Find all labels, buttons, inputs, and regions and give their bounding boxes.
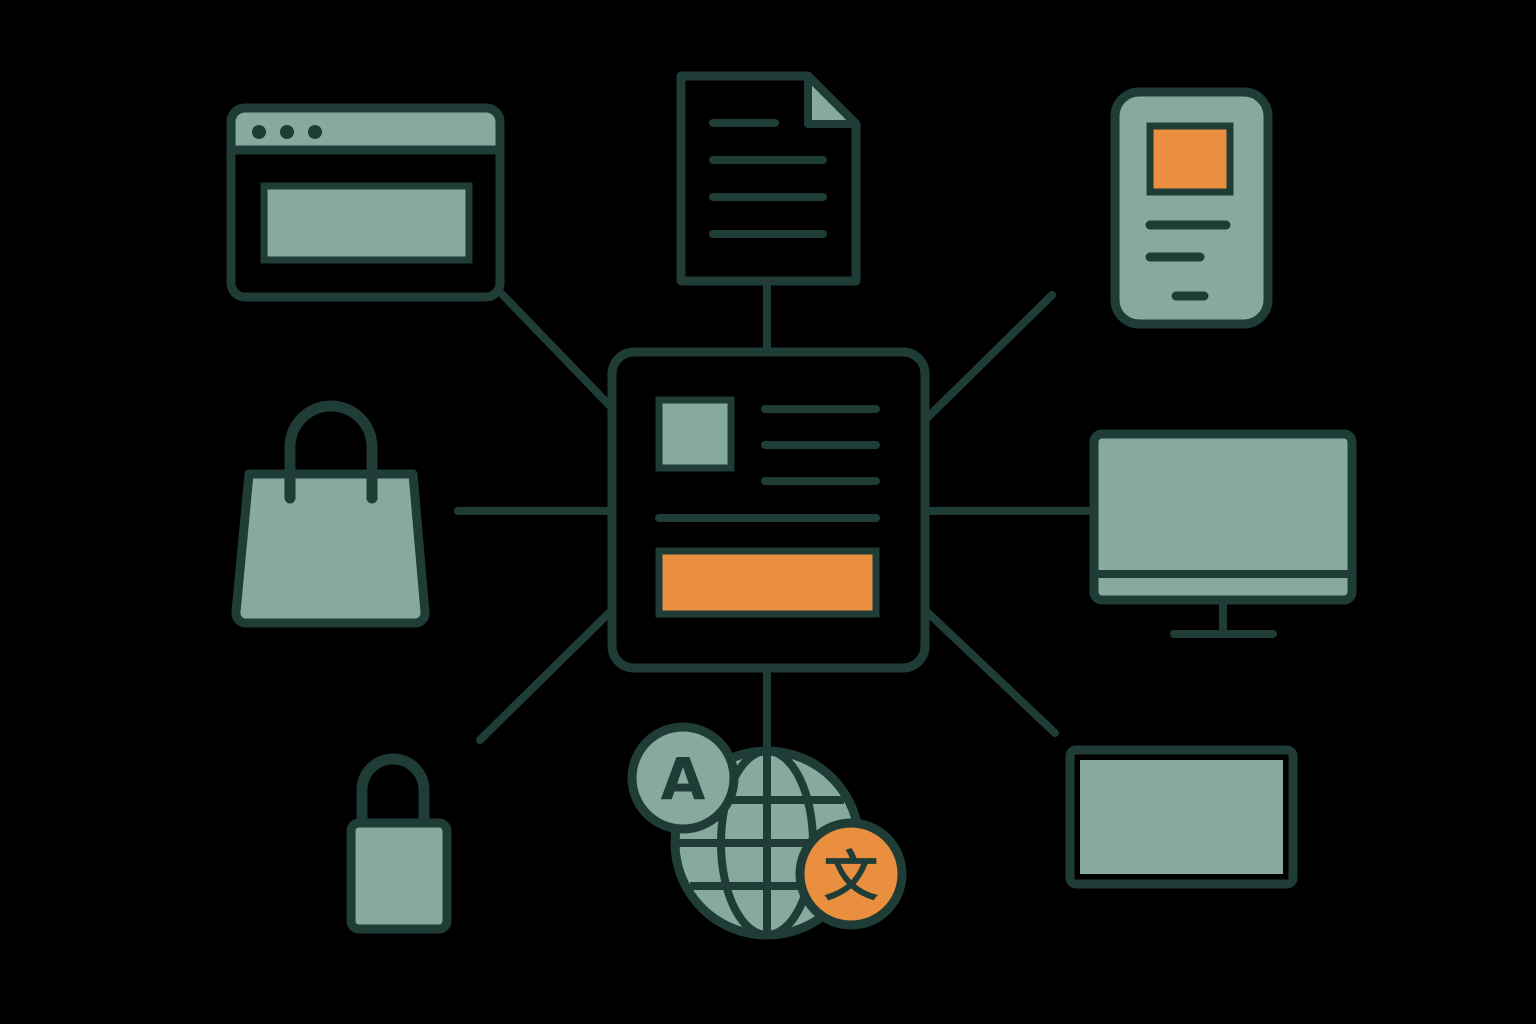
tablet-screen [1080, 760, 1283, 874]
connector-lock [476, 606, 616, 744]
content-card-icon [607, 347, 930, 673]
browser-dot-1 [252, 125, 266, 139]
document-folded-corner [804, 72, 860, 128]
browser-dot-3 [308, 125, 322, 139]
content-card-cta-bar [655, 547, 880, 618]
browser-window-icon [226, 103, 505, 302]
padlock-shackle [356, 753, 430, 832]
mobile-phone-icon [1110, 87, 1273, 329]
browser-dot-2 [280, 125, 294, 139]
connector-tablet [921, 606, 1059, 737]
connectors [454, 281, 1096, 764]
phone-screen-image [1146, 122, 1234, 196]
browser-content-bar [260, 182, 473, 264]
content-card-thumbnail [655, 396, 735, 472]
desktop-monitor-icon [1089, 429, 1357, 638]
content-card-text-lines [655, 405, 880, 522]
source-language-bubble: A [627, 722, 739, 834]
document-icon [676, 71, 861, 286]
shopping-bag-icon [231, 400, 430, 628]
bag-handle [284, 400, 378, 504]
padlock-icon [346, 753, 452, 934]
connector-browser [494, 286, 616, 412]
translation-globe-icon: A 文 [627, 722, 907, 940]
connector-phone [921, 291, 1056, 424]
tablet-icon [1065, 745, 1298, 889]
source-language-glyph: A [661, 745, 706, 813]
target-language-glyph: 文 [824, 845, 878, 908]
target-language-bubble: 文 [795, 818, 907, 930]
